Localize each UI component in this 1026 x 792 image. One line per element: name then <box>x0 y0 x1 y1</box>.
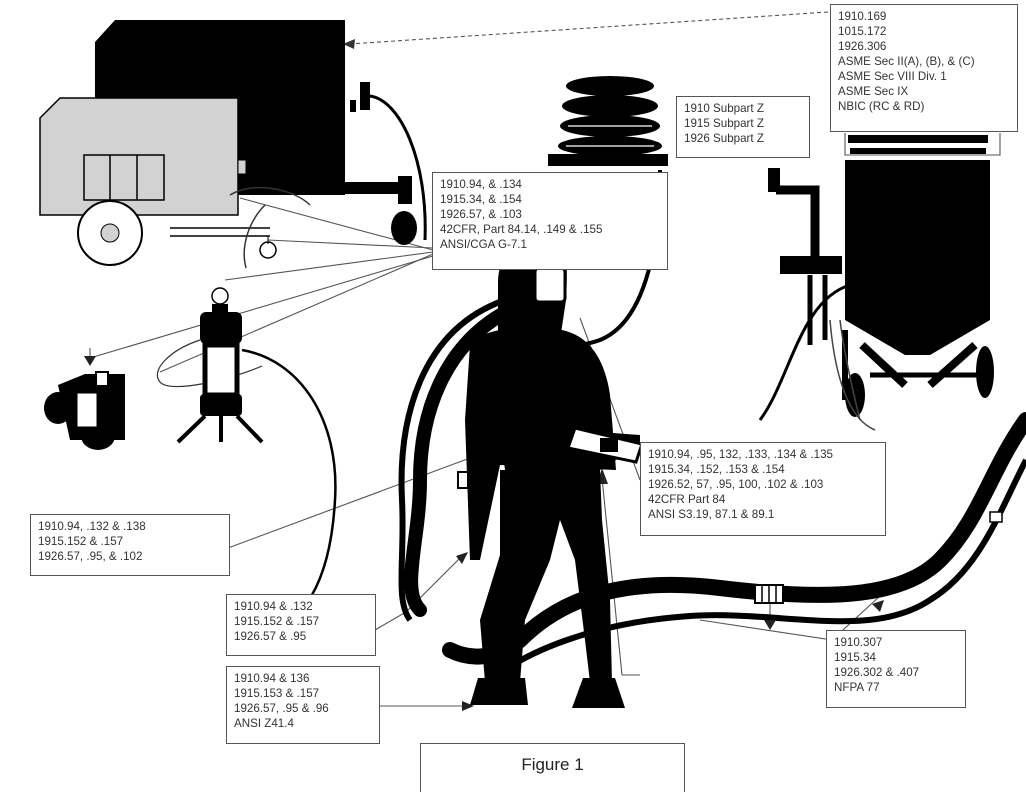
air-supply-line: 1926.57, & .103 <box>440 208 522 221</box>
pressure-vessel-standards-box: 1910.169 1015.172 1926.306 ASME Sec II(A… <box>830 4 1018 132</box>
body-protection-line: 1915.152 & .157 <box>234 615 320 628</box>
ppe-line: 1910.94, .95, 132, .133, .134 & .135 <box>648 448 834 461</box>
blaster-operator-icon <box>457 235 644 708</box>
hose-standards-box: 1910.307 1915.34 1926.302 & .407 NFPA 77 <box>826 630 966 708</box>
abrasive-standards-box: 1910 Subpart Z 1915 Subpart Z 1926 Subpa… <box>676 96 810 158</box>
hose-line: NFPA 77 <box>834 681 880 694</box>
footwear-line: 1915.153 & .157 <box>234 687 320 700</box>
air-filter-icon <box>176 287 264 444</box>
footwear-standards-box: 1910.94 & 136 1915.153 & .157 1926.57, .… <box>226 666 380 744</box>
footwear-line: ANSI Z41.4 <box>234 717 294 730</box>
body-protection-line: 1910.94 & .132 <box>234 600 313 613</box>
abrasive-line: 1910 Subpart Z <box>684 102 764 115</box>
hose-line: 1915.34 <box>834 651 876 664</box>
hose-line: 1926.302 & .407 <box>834 666 920 679</box>
air-supply-line: 1910.94, & .134 <box>440 178 522 191</box>
gloves-line: 1926.57, .95, & .102 <box>38 550 143 563</box>
blast-pot-icon <box>768 135 994 417</box>
hose-coupling-icon <box>754 511 1003 630</box>
pressure-vessel-line: 1910.169 <box>838 10 887 23</box>
arrowhead-compressor <box>343 39 355 49</box>
trailer-icon <box>39 97 277 266</box>
gloves-standards-box: 1910.94, .132 & .138 1915.152 & .157 192… <box>30 514 230 576</box>
body-protection-line: 1926.57 & .95 <box>234 630 307 643</box>
ppe-line: 1915.34, .152, .153 & .154 <box>648 463 785 476</box>
pressure-vessel-line: 1926.306 <box>838 40 887 53</box>
dashed-arrow-to-compressor <box>349 11 829 45</box>
air-supply-line: 42CFR, Part 84.14, .149 & .155 <box>440 223 603 236</box>
hose-line: 1910.307 <box>834 636 883 649</box>
arrowhead-respirator <box>84 356 96 366</box>
arrowhead-boots <box>462 701 474 711</box>
arrowhead-hose <box>872 600 884 612</box>
gloves-line: 1910.94, .132 & .138 <box>38 520 146 533</box>
air-supply-standards-box: 1910.94, & .134 1915.34, & .154 1926.57,… <box>432 172 668 270</box>
footwear-line: 1926.57, .95 & .96 <box>234 702 329 715</box>
figure-caption: Figure 1 <box>420 743 685 792</box>
abrasive-line: 1926 Subpart Z <box>684 132 764 145</box>
air-supply-line: 1915.34, & .154 <box>440 193 522 206</box>
body-protection-standards-box: 1910.94 & .132 1915.152 & .157 1926.57 &… <box>226 594 376 656</box>
ppe-standards-box: 1910.94, .95, 132, .133, .134 & .135 191… <box>640 442 886 536</box>
ppe-line: 42CFR Part 84 <box>648 493 726 506</box>
pressure-vessel-line: NBIC (RC & RD) <box>838 100 925 113</box>
pressure-vessel-line: ASME Sec II(A), (B), & (C) <box>838 55 975 68</box>
respirator-pump-icon <box>44 371 125 450</box>
pressure-vessel-line: ASME Sec VIII Div. 1 <box>838 70 947 83</box>
arrowhead-coupling <box>764 620 776 630</box>
pressure-vessel-line: ASME Sec IX <box>838 85 909 98</box>
abrasive-bag-icon <box>548 76 668 166</box>
pressure-vessel-line: 1015.172 <box>838 25 887 38</box>
footwear-line: 1910.94 & 136 <box>234 672 310 685</box>
abrasive-line: 1915 Subpart Z <box>684 117 764 130</box>
air-supply-line: ANSI/CGA G-7.1 <box>440 238 527 251</box>
arrowhead-body <box>456 552 468 564</box>
ppe-line: 1926.52, 57, .95, 100, .102 & .103 <box>648 478 824 491</box>
gloves-line: 1915.152 & .157 <box>38 535 124 548</box>
ppe-line: ANSI S3.19, 87.1 & 89.1 <box>648 508 775 521</box>
